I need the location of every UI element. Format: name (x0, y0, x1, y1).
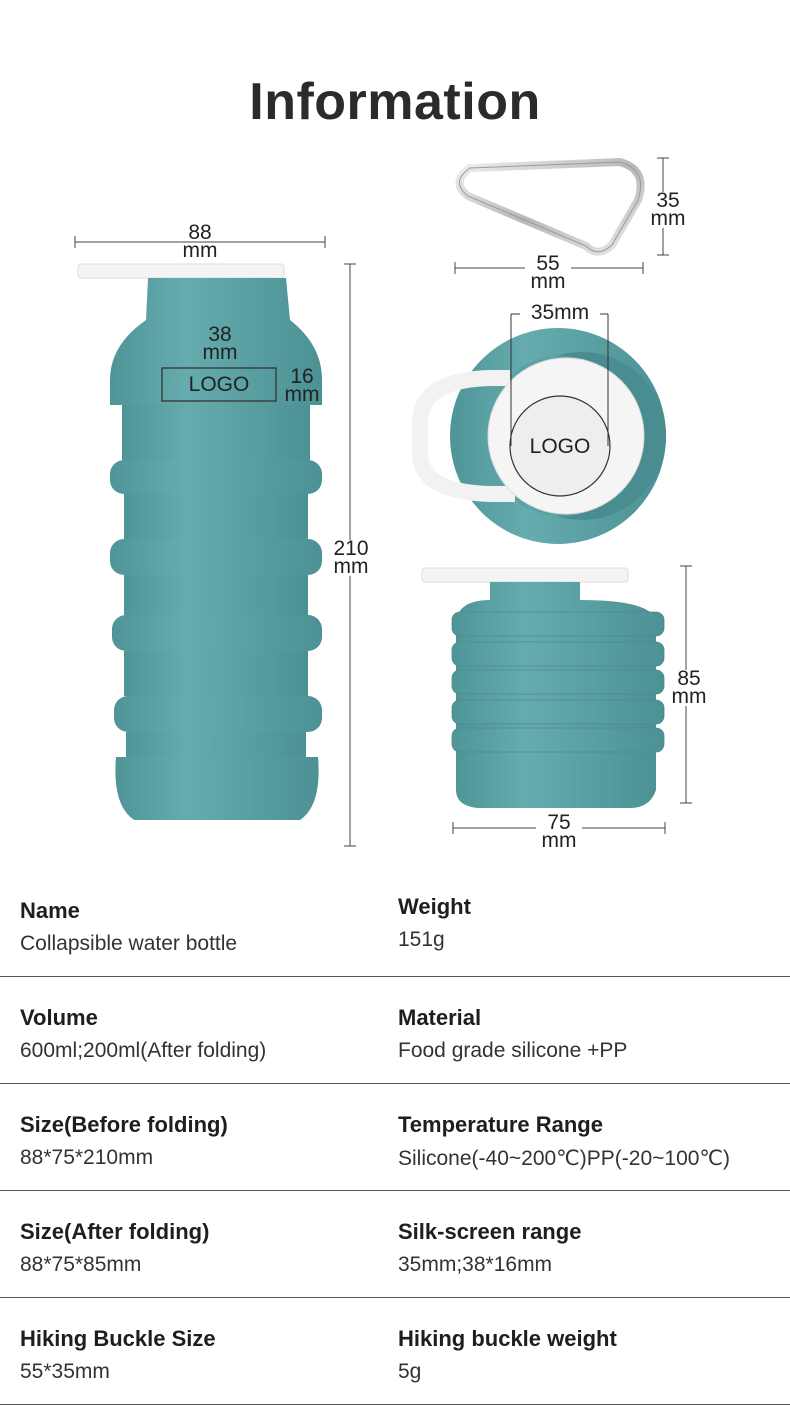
top-view-logo-text: LOGO (529, 435, 591, 458)
dim-unit: mm (530, 270, 566, 293)
spec-value: 35mm;38*16mm (398, 1253, 553, 1276)
spec-value: Silicone(-40~200℃)PP(-20~100℃) (398, 1147, 731, 1170)
dim-value: 85 (677, 667, 701, 690)
dim-value: 35 (656, 189, 680, 212)
top-view (412, 328, 666, 544)
carabiner-height-label: 35 mm (645, 189, 691, 230)
specs-table: Name Collapsible water bottle Weight 151… (0, 870, 790, 1405)
dim-unit: mm (333, 555, 369, 578)
folded-height-label: 85 mm (666, 667, 712, 708)
dim-value: 75 (547, 811, 571, 834)
dim-value: 88 (188, 221, 212, 244)
spec-label: Size(After folding) (20, 1219, 210, 1244)
spec-size-before: Size(Before folding) 88*75*210mm (20, 1112, 228, 1170)
folded-bottle (421, 567, 665, 808)
spec-label: Material (398, 1005, 482, 1030)
expanded-height-label: 210 mm (328, 537, 374, 578)
spec-silk-screen: Silk-screen range 35mm;38*16mm (398, 1219, 581, 1277)
logo-height-label: 16 mm (280, 365, 324, 406)
dim-unit: mm (284, 383, 320, 406)
dim-unit: mm (202, 341, 238, 364)
spec-label: Hiking Buckle Size (20, 1326, 216, 1351)
dim-unit: mm (650, 207, 686, 230)
spec-label: Hiking buckle weight (398, 1326, 617, 1351)
spec-volume: Volume 600ml;200ml(After folding) (20, 1005, 266, 1063)
spec-weight: Weight 151g (398, 894, 471, 952)
dim-value: 16 (290, 365, 314, 388)
spec-value: Food grade silicone +PP (398, 1039, 628, 1062)
spec-label: Volume (20, 1005, 98, 1030)
spec-label: Weight (398, 894, 471, 919)
spec-row: Volume 600ml;200ml(After folding) Materi… (0, 977, 790, 1084)
spec-name: Name Collapsible water bottle (20, 898, 237, 956)
spec-material: Material Food grade silicone +PP (398, 1005, 627, 1063)
spec-value: 151g (398, 928, 445, 951)
spec-value: 55*35mm (20, 1360, 110, 1383)
page-title: Information (249, 73, 541, 131)
bottle-logo-text: LOGO (188, 373, 250, 396)
spec-label: Name (20, 898, 80, 923)
dim-value: 55 (536, 252, 560, 275)
carabiner (455, 158, 645, 256)
spec-temperature: Temperature Range Silicone(-40~200℃)PP(-… (398, 1112, 730, 1171)
expanded-width-label: 88 mm (178, 221, 222, 262)
dim-unit: mm (671, 685, 707, 708)
spec-label: Silk-screen range (398, 1219, 582, 1244)
expanded-bottle (77, 263, 322, 820)
spec-value: 88*75*210mm (20, 1146, 154, 1169)
folded-width-label: 75 mm (536, 811, 582, 852)
product-diagram (74, 157, 692, 847)
spec-buckle-weight: Hiking buckle weight 5g (398, 1326, 617, 1384)
spec-label: Size(Before folding) (20, 1112, 228, 1137)
spec-row: Hiking Buckle Size 55*35mm Hiking buckle… (0, 1298, 790, 1405)
spec-size-after: Size(After folding) 88*75*85mm (20, 1219, 209, 1277)
dim-unit: mm (182, 239, 218, 262)
dim-value: 38 (208, 323, 232, 346)
carabiner-width-label: 55 mm (525, 252, 571, 293)
spec-row: Size(Before folding) 88*75*210mm Tempera… (0, 1084, 790, 1191)
dim-unit: mm (541, 829, 577, 852)
spec-value: Collapsible water bottle (20, 932, 238, 955)
dim-value: 210 (333, 537, 369, 560)
top-view-diameter-label: 35mm (530, 301, 590, 324)
spec-value: 88*75*85mm (20, 1253, 142, 1276)
spec-buckle-size: Hiking Buckle Size 55*35mm (20, 1326, 216, 1384)
spec-row: Name Collapsible water bottle Weight 151… (0, 870, 790, 977)
logo-width-label: 38 mm (198, 323, 242, 364)
spec-value: 600ml;200ml(After folding) (20, 1039, 267, 1062)
spec-value: 5g (398, 1360, 422, 1383)
spec-row: Size(After folding) 88*75*85mm Silk-scre… (0, 1191, 790, 1298)
spec-label: Temperature Range (398, 1112, 603, 1137)
